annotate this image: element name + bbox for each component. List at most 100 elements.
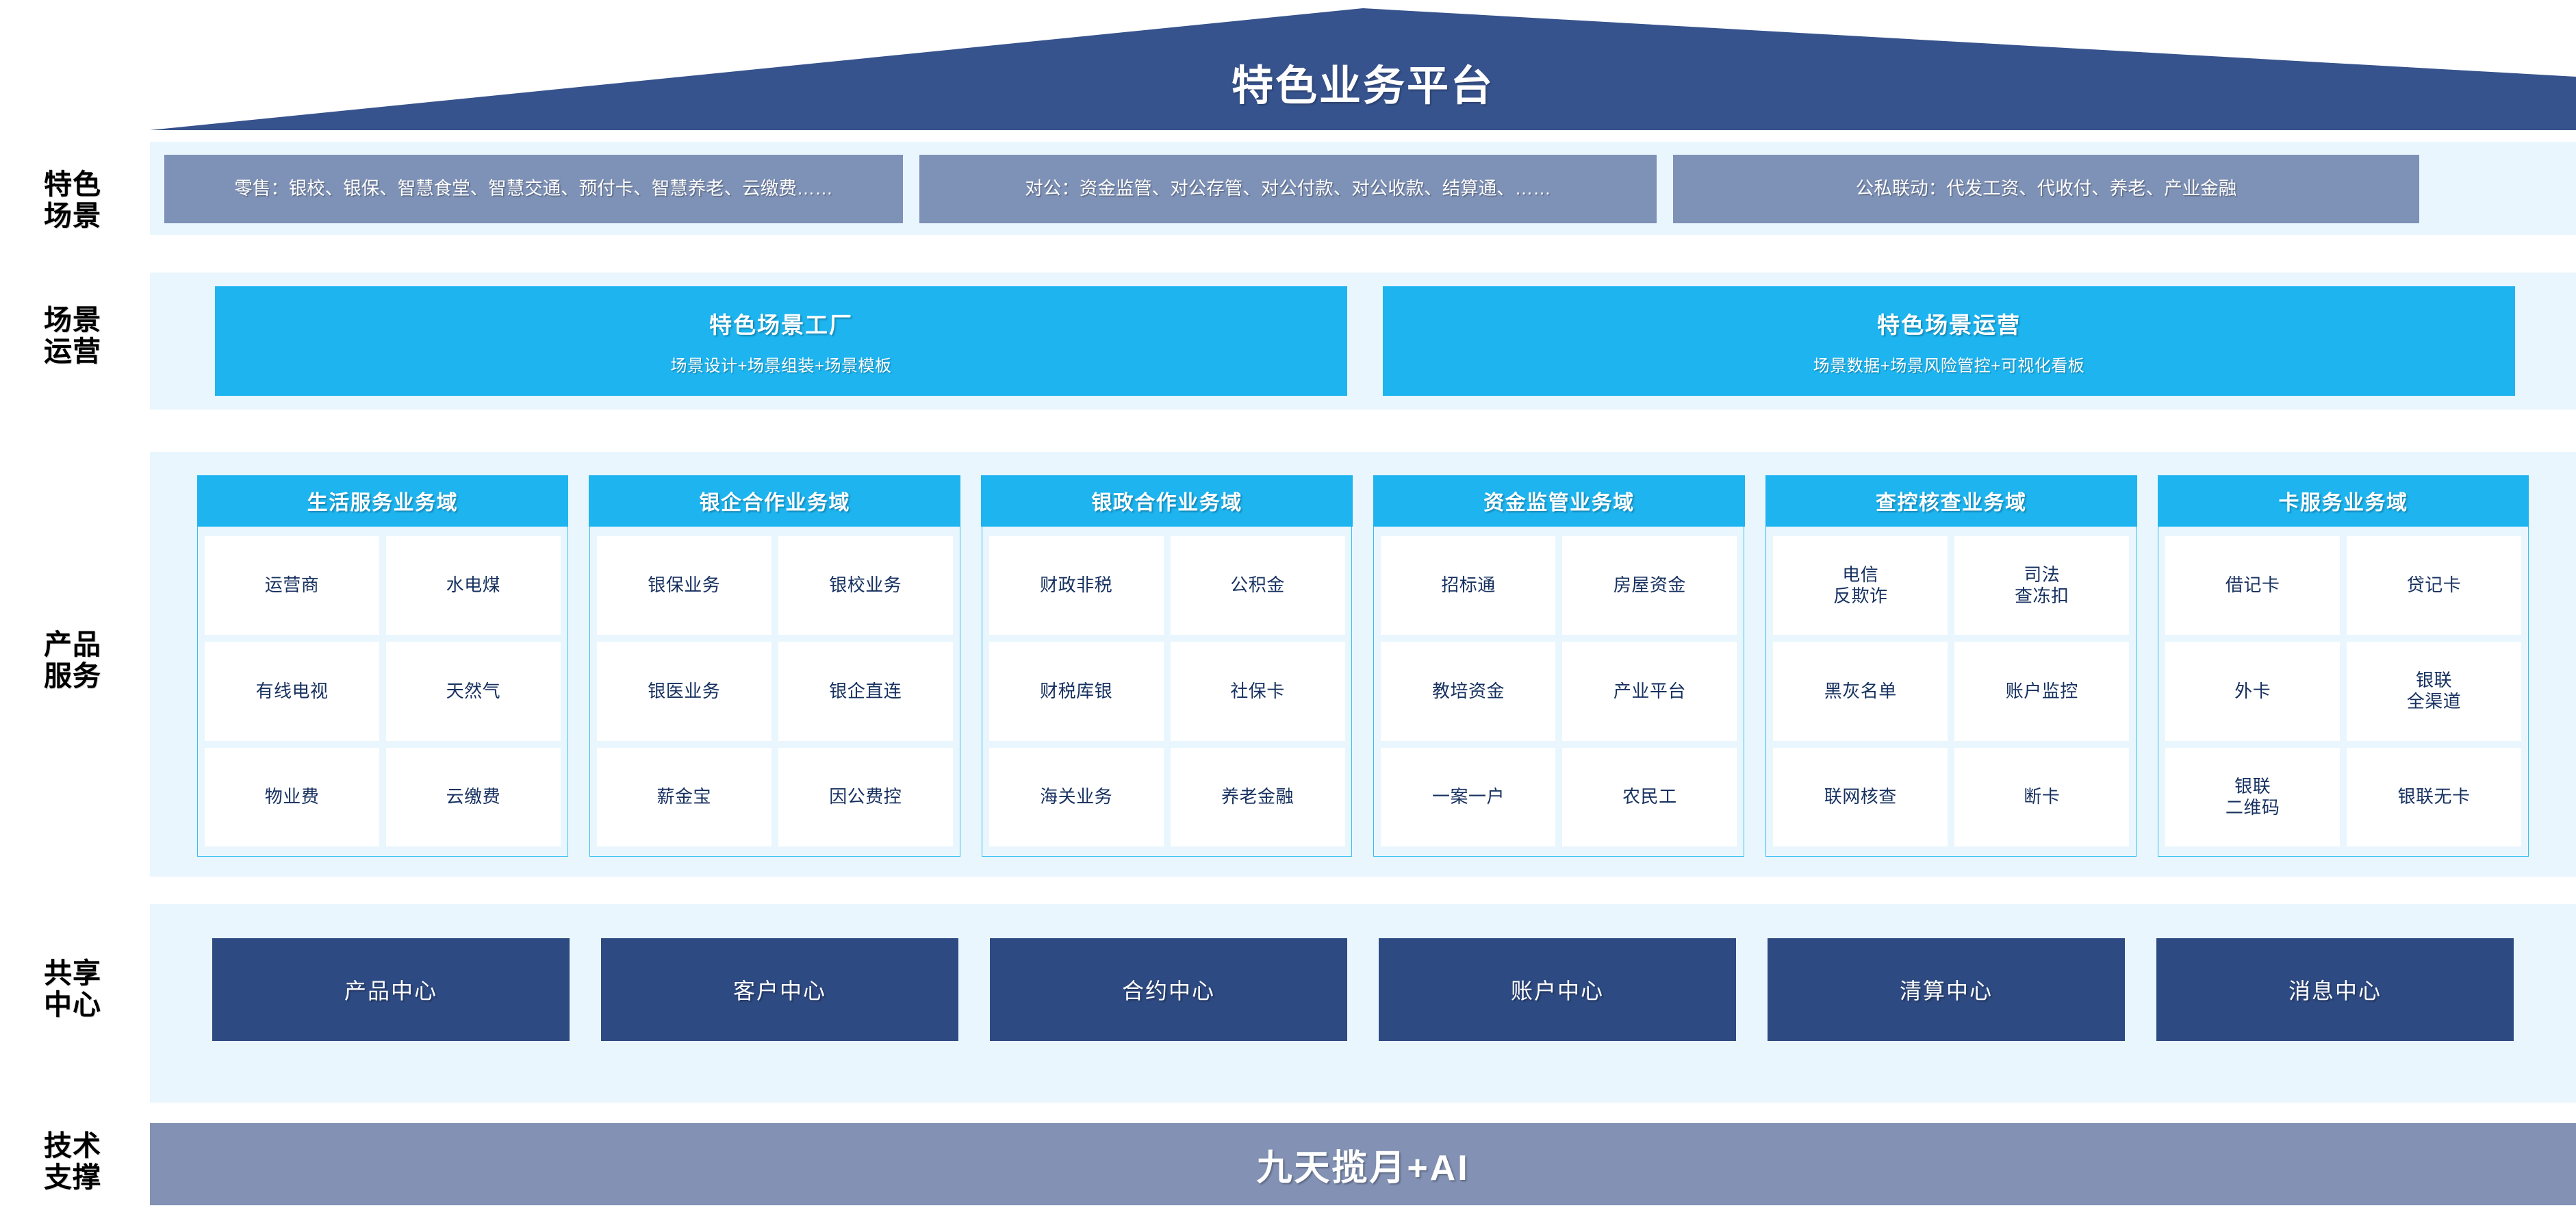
- cell-row: 财税库银 社保卡: [989, 642, 1345, 741]
- rail-label-operation-line2: 运营: [44, 336, 101, 368]
- domain-card-bank-enterprise[interactable]: 银企合作业务域 银保业务 银校业务 银医业务 银企直连 薪金宝 因公费控: [589, 475, 961, 857]
- domain-body-card-service: 借记卡 贷记卡 外卡 银联 全渠道 银联: [2158, 527, 2528, 857]
- product-cell-label: 银校业务: [829, 575, 902, 596]
- product-cell[interactable]: 银企直连: [778, 642, 953, 741]
- product-cell[interactable]: 农民工: [1562, 747, 1737, 846]
- product-cell[interactable]: 产业平台: [1562, 642, 1737, 741]
- operation-box-scene-operation[interactable]: 特色场景运营 场景数据+场景风险管控+可视化看板: [1383, 286, 2515, 396]
- cell-row: 一案一户 农民工: [1381, 747, 1737, 846]
- product-cell[interactable]: 薪金宝: [596, 747, 771, 846]
- cell-row: 薪金宝 因公费控: [596, 747, 953, 846]
- cell-row: 银联 二维码 银联无卡: [2165, 747, 2521, 846]
- scene-box-public-private-linkage[interactable]: 公私联动：代发工资、代收付、养老、产业金融: [1673, 155, 2419, 223]
- product-cell[interactable]: 外卡: [2165, 642, 2341, 741]
- product-cell-label: 社保卡: [1230, 680, 1285, 701]
- product-cell[interactable]: 财政非税: [989, 536, 1164, 635]
- shared-center-settlement[interactable]: 清算中心: [1768, 938, 2125, 1041]
- domain-title-fund-supervision: 资金监管业务域: [1373, 475, 1745, 527]
- product-cell[interactable]: 银校业务: [778, 536, 953, 635]
- product-cell-label: 黑灰名单: [1824, 680, 1897, 701]
- product-cell-label: 财政非税: [1040, 575, 1113, 596]
- product-cell[interactable]: 养老金融: [1170, 747, 1345, 846]
- product-cell[interactable]: 云缴费: [385, 747, 561, 846]
- operation-box-scene-factory[interactable]: 特色场景工厂 场景设计+场景组装+场景模板: [215, 286, 1347, 396]
- cell-row: 银保业务 银校业务: [596, 536, 953, 635]
- product-cell[interactable]: 银联 全渠道: [2347, 642, 2521, 741]
- product-cell[interactable]: 银保业务: [596, 536, 771, 635]
- domain-card-card-service[interactable]: 卡服务业务域 借记卡 贷记卡 外卡 银联 全渠道: [2157, 475, 2529, 857]
- product-cell-label: 云缴费: [446, 786, 501, 807]
- domain-card-fund-supervision[interactable]: 资金监管业务域 招标通 房屋资金 教培资金 产业平台 一案一户 农民工: [1373, 475, 1745, 857]
- product-cell-label: 电信: [1842, 564, 1879, 585]
- product-cell-label: 教培资金: [1431, 680, 1505, 701]
- product-cell[interactable]: 一案一户: [1381, 747, 1556, 846]
- tech-support-bar[interactable]: 九天揽月+AI: [150, 1123, 2576, 1205]
- product-cell-label: 银联: [2234, 775, 2271, 796]
- product-cell[interactable]: 水电煤: [385, 536, 561, 635]
- product-cell[interactable]: 天然气: [385, 642, 561, 741]
- domain-body-bank-enterprise: 银保业务 银校业务 银医业务 银企直连 薪金宝 因公费控: [590, 527, 960, 857]
- product-cell-label: 农民工: [1622, 786, 1677, 807]
- product-cell[interactable]: 银联 二维码: [2165, 747, 2341, 846]
- cell-row: 有线电视 天然气: [205, 642, 561, 741]
- product-cell-label: 产业平台: [1613, 680, 1686, 701]
- operation-subtitle-scene-factory: 场景设计+场景组装+场景模板: [670, 356, 892, 375]
- product-cell-label: 水电煤: [446, 575, 501, 596]
- scene-box-retail[interactable]: 零售：银校、银保、智慧食堂、智慧交通、预付卡、智慧养老、云缴费……: [164, 155, 903, 223]
- product-cell-label-line2: 查冻扣: [2014, 585, 2069, 606]
- product-cell[interactable]: 招标通: [1381, 536, 1556, 635]
- product-cell-label-line2: 全渠道: [2406, 691, 2462, 712]
- product-cell[interactable]: 教培资金: [1381, 642, 1556, 741]
- product-cell-label: 一案一户: [1431, 786, 1505, 807]
- product-cell[interactable]: 借记卡: [2165, 536, 2341, 635]
- domain-body-investigation-control: 电信 反欺诈 司法 查冻扣 黑灰名单 账户监控: [1766, 527, 2136, 857]
- product-cell[interactable]: 有线电视: [205, 642, 379, 741]
- product-cell[interactable]: 物业费: [205, 747, 379, 846]
- product-cell[interactable]: 财税库银: [989, 642, 1164, 741]
- cell-row: 电信 反欺诈 司法 查冻扣: [1773, 536, 2130, 635]
- rail-label-operation: 场景 运营: [11, 304, 134, 368]
- product-cell[interactable]: 断卡: [1954, 747, 2130, 846]
- shared-center-customer[interactable]: 客户中心: [601, 938, 958, 1041]
- product-cell[interactable]: 贷记卡: [2347, 536, 2521, 635]
- rail-label-shared-line1: 共享: [44, 957, 101, 989]
- product-cell[interactable]: 海关业务: [989, 747, 1164, 846]
- shared-center-account[interactable]: 账户中心: [1379, 938, 1736, 1041]
- domain-card-investigation-control[interactable]: 查控核查业务域 电信 反欺诈 司法 查冻扣: [1765, 475, 2137, 857]
- product-cell-label: 司法: [2024, 564, 2061, 585]
- rail-label-operation-line1: 场景: [44, 304, 101, 336]
- shared-center-product[interactable]: 产品中心: [212, 938, 570, 1041]
- product-cell[interactable]: 银联无卡: [2347, 747, 2521, 846]
- product-cell-label: 养老金融: [1221, 786, 1295, 807]
- product-cell[interactable]: 社保卡: [1170, 642, 1345, 741]
- operation-title-scene-operation: 特色场景运营: [1877, 312, 2021, 338]
- product-cell-label: 贷记卡: [2406, 575, 2462, 596]
- product-cell[interactable]: 因公费控: [778, 747, 953, 846]
- product-cell[interactable]: 银医业务: [596, 642, 771, 741]
- shared-center-contract[interactable]: 合约中心: [990, 938, 1347, 1041]
- rail-label-shared-line2: 中心: [44, 989, 101, 1021]
- product-cell[interactable]: 黑灰名单: [1773, 642, 1948, 741]
- domain-card-life-service[interactable]: 生活服务业务域 运营商 水电煤 有线电视 天然气 物业费 云缴费: [196, 475, 569, 857]
- domain-title-life-service: 生活服务业务域: [196, 475, 569, 527]
- product-cell-label: 因公费控: [829, 786, 902, 807]
- rail-label-shared: 共享 中心: [11, 957, 134, 1021]
- domain-card-bank-government[interactable]: 银政合作业务域 财政非税 公积金 财税库银 社保卡 海关业务 养老金融: [981, 475, 1353, 857]
- scene-box-corporate[interactable]: 对公：资金监管、对公存管、对公付款、对公收款、结算通、……: [919, 155, 1657, 223]
- product-cell[interactable]: 运营商: [205, 536, 379, 635]
- shared-center-boxes: 产品中心 客户中心 合约中心 账户中心 清算中心 消息中心: [212, 938, 2514, 1041]
- cell-row: 财政非税 公积金: [989, 536, 1345, 635]
- product-cell[interactable]: 房屋资金: [1562, 536, 1737, 635]
- product-cell[interactable]: 账户监控: [1954, 642, 2130, 741]
- rail-label-scene-line2: 场景: [44, 200, 101, 232]
- domain-body-life-service: 运营商 水电煤 有线电视 天然气 物业费 云缴费: [198, 527, 568, 857]
- product-cell[interactable]: 司法 查冻扣: [1954, 536, 2130, 635]
- rail-label-product: 产品 服务: [11, 629, 134, 692]
- product-cell[interactable]: 公积金: [1170, 536, 1345, 635]
- shared-center-message[interactable]: 消息中心: [2156, 938, 2514, 1041]
- product-cell-label: 外卡: [2234, 680, 2271, 701]
- product-cell-label: 财税库银: [1040, 680, 1113, 701]
- product-cell[interactable]: 电信 反欺诈: [1773, 536, 1948, 635]
- product-cell[interactable]: 联网核查: [1773, 747, 1948, 846]
